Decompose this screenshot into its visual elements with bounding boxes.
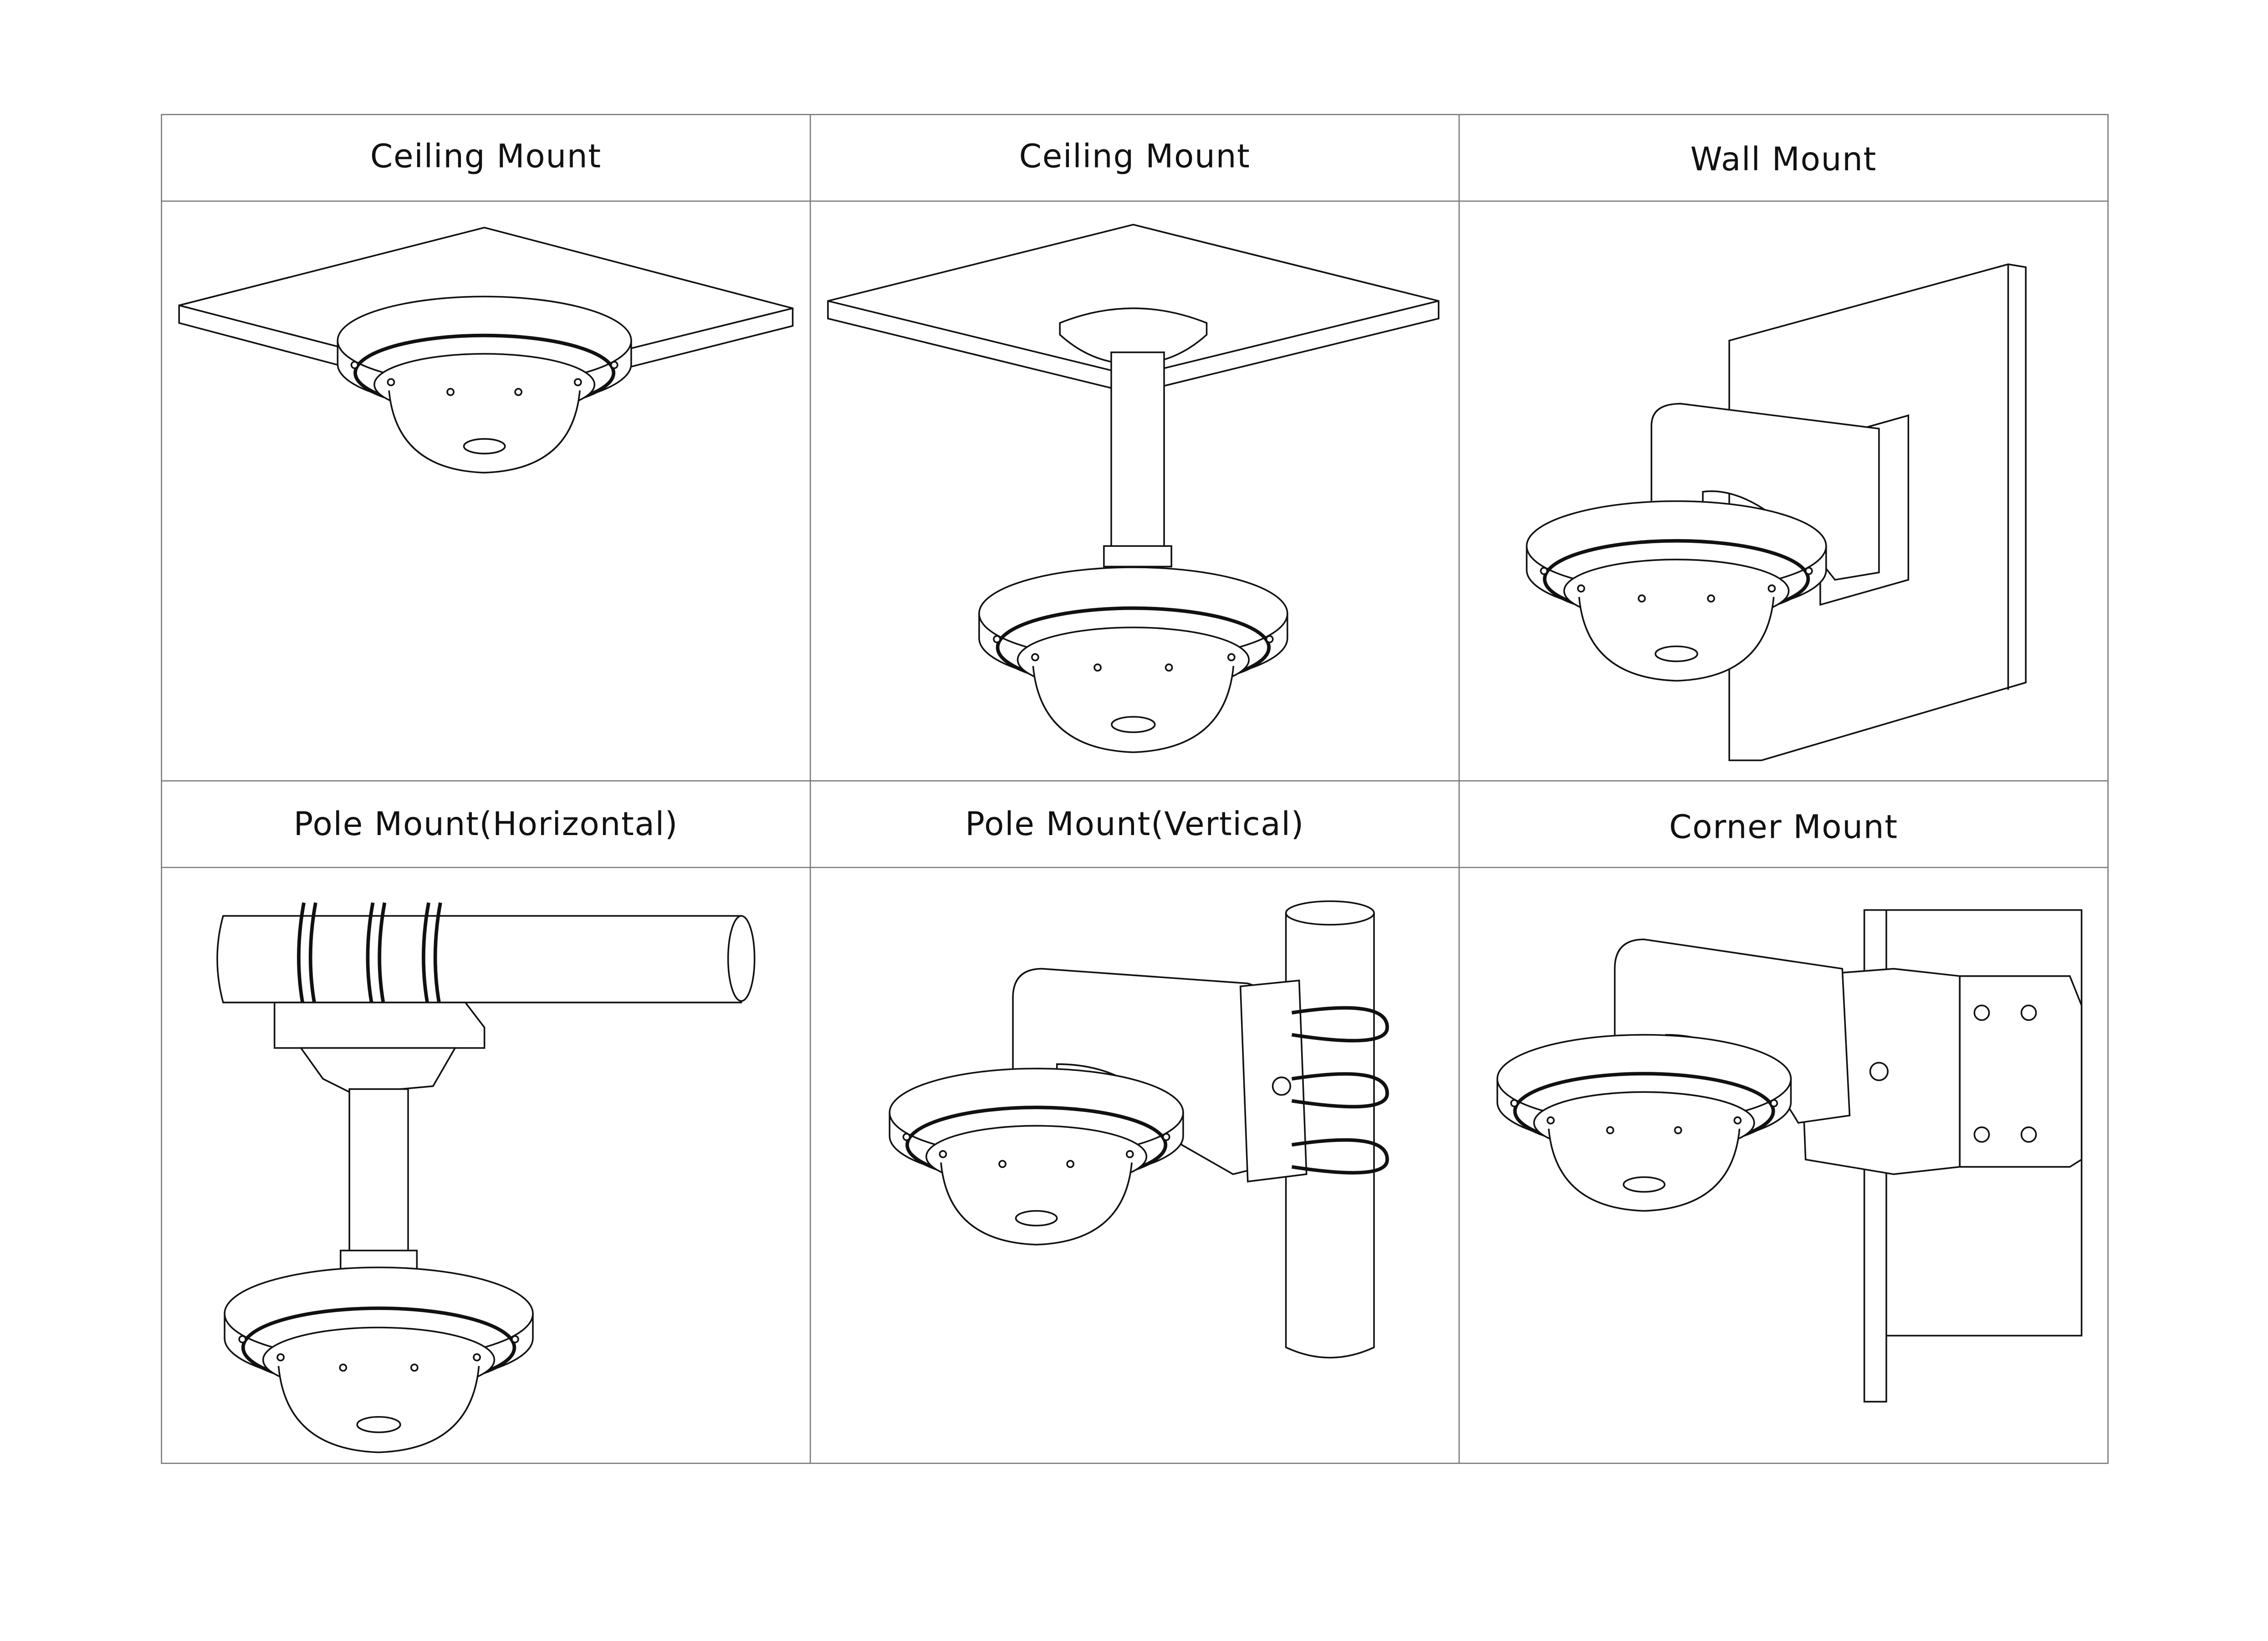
dome-camera [889, 1067, 1184, 1246]
pendant-pole [1110, 351, 1165, 566]
housing-screw [1606, 1126, 1614, 1135]
housing-screw [1125, 1150, 1134, 1158]
housing-screw [339, 1363, 347, 1372]
housing-screw [446, 388, 455, 396]
housing-screw [574, 378, 582, 387]
camera-lens [1655, 645, 1698, 663]
housing-screw [1638, 594, 1646, 603]
dome-bubble [1032, 666, 1235, 753]
pipe-clamp [297, 902, 306, 1010]
housing-screw [1767, 584, 1776, 593]
housing-screw [1547, 1116, 1555, 1125]
label-ceiling-mount-2: Ceiling Mount [1019, 138, 1251, 175]
bracket-bolts [1973, 1004, 2037, 1143]
camera-lens [1623, 1176, 1665, 1193]
housing-screw [514, 388, 523, 396]
pole-mount-vertical-illustration [889, 900, 1389, 1359]
housing-screw [1577, 584, 1585, 593]
housing-screw [902, 1133, 911, 1141]
housing-screw [1770, 1099, 1778, 1107]
pendant-mount-illustration [827, 224, 1440, 753]
housing-screw [1707, 594, 1715, 603]
dome-camera [1526, 500, 1827, 682]
dome-bubble [1578, 596, 1775, 682]
housing-screw [1265, 635, 1274, 643]
housing-screw [473, 1353, 481, 1361]
pole-adapter-plate [273, 1001, 485, 1049]
housing-screw [1031, 653, 1039, 662]
wall-mount-illustration [1526, 263, 2027, 761]
housing-screw [1540, 567, 1548, 575]
corner-mount-illustration [1496, 909, 2083, 1403]
dome-camera [337, 296, 632, 474]
dome-camera [224, 1266, 534, 1453]
pipe-clamp [366, 902, 375, 1010]
housing-screw [610, 361, 618, 369]
pole-mount-horizontal-illustration [216, 902, 756, 1453]
housing-screw [1093, 663, 1102, 672]
camera-lens [463, 438, 506, 454]
vertical-pipe [1285, 913, 1375, 1359]
housing-screw [276, 1353, 285, 1361]
table-grid [161, 114, 2109, 1464]
dome-camera [978, 566, 1288, 753]
camera-lens [1015, 1210, 1058, 1227]
pipe-clamp [1291, 1072, 1389, 1109]
housing-screw [350, 361, 359, 369]
housing-screw [1227, 653, 1236, 662]
housing-screw [1733, 1116, 1742, 1125]
housing-screw [1162, 1133, 1170, 1141]
pendant-cap [1059, 307, 1208, 365]
housing-screw [410, 1363, 419, 1372]
housing-screw [1674, 1126, 1682, 1135]
dome-bubble [277, 1366, 480, 1453]
housing-screw [387, 378, 395, 387]
dome-bubble [1548, 1128, 1741, 1212]
label-ceiling-mount-1: Ceiling Mount [370, 138, 602, 175]
housing-screw [1510, 1099, 1518, 1107]
label-wall-mount: Wall Mount [1691, 140, 1877, 178]
horizontal-pipe [216, 915, 742, 1004]
camera-lens [1111, 716, 1156, 733]
pipe-clamp [1291, 1138, 1389, 1175]
housing-screw [1165, 663, 1173, 672]
label-pole-mount-vertical: Pole Mount(Vertical) [965, 805, 1304, 843]
housing-screw [511, 1335, 519, 1344]
pipe-clamp [1291, 1006, 1389, 1043]
pipe-clamp [422, 902, 431, 1010]
housing-screw [993, 635, 1001, 643]
dome-camera [1496, 1034, 1792, 1212]
ceiling-mount-illustration [178, 226, 794, 474]
dome-bubble [388, 390, 581, 474]
housing-screw [998, 1160, 1006, 1168]
housing-screw [1066, 1160, 1075, 1168]
label-corner-mount: Corner Mount [1669, 808, 1898, 846]
housing-screw [238, 1335, 247, 1344]
dome-bubble [940, 1162, 1133, 1246]
housing-screw [1804, 567, 1813, 575]
housing-screw [939, 1150, 947, 1158]
label-pole-mount-horizontal: Pole Mount(Horizontal) [294, 805, 679, 843]
camera-lens [356, 1416, 401, 1433]
